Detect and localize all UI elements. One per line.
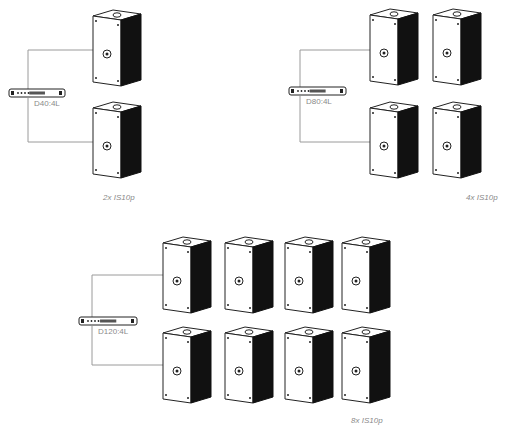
speaker-cabinet [370, 9, 418, 85]
speaker-wire [300, 96, 370, 142]
speaker-cabinet [163, 237, 211, 313]
amplifier-model: D120:4L [98, 327, 138, 337]
speaker-cabinet [285, 237, 333, 313]
amplifier-symbol [8, 87, 66, 99]
amplifier-model: D80:4L [306, 97, 347, 107]
quantity-caption: 4x IS10p [466, 193, 498, 203]
speaker-cabinet [433, 9, 481, 85]
speaker-cabinet [93, 10, 141, 86]
speaker-wire [92, 326, 163, 365]
amplifier-unit: D80:4L [288, 85, 347, 107]
speaker-wire [28, 50, 93, 89]
speaker-cabinet [342, 327, 390, 403]
speaker-wire [28, 98, 93, 142]
speaker-wire [300, 50, 370, 87]
amplifier-symbol [78, 315, 138, 327]
speaker-cabinet [370, 102, 418, 178]
speaker-cabinet [285, 327, 333, 403]
amplifier-unit: D40:4L [8, 87, 66, 109]
speaker-cabinet [225, 237, 273, 313]
speaker-cabinet [433, 102, 481, 178]
quantity-caption: 2x IS10p [103, 193, 135, 203]
amplifier-unit: D120:4L [78, 315, 138, 337]
speaker-cabinet [342, 237, 390, 313]
amplifier-model: D40:4L [34, 99, 66, 109]
speaker-cabinet [225, 327, 273, 403]
quantity-caption: 8x IS10p [351, 416, 383, 426]
speaker-cabinet [93, 102, 141, 178]
speaker-cabinet [163, 327, 211, 403]
speaker-wire [92, 275, 163, 317]
amplifier-symbol [288, 85, 347, 97]
